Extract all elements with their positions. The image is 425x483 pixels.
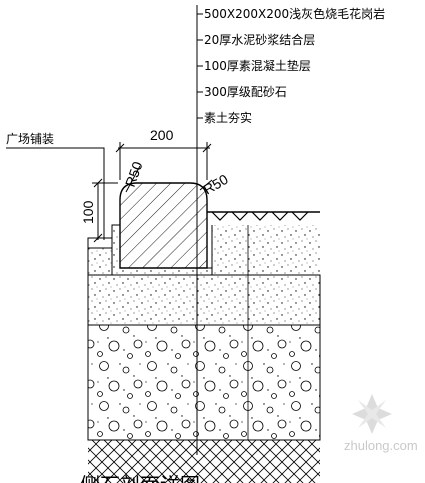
side-label: 广场铺装 [6, 132, 54, 146]
soil-symbols [211, 211, 309, 221]
layer-label-5: 素土夯实 [204, 110, 252, 125]
height-dimension-text: 100 [80, 200, 96, 224]
layer-label-4: 300厚级配砂石 [204, 85, 287, 99]
width-dimension [115, 142, 212, 180]
concrete-cushion-layer [87, 274, 321, 326]
radius-left-leader [125, 165, 141, 193]
watermark-logo [352, 394, 392, 434]
radius-right-text: R50 [201, 171, 231, 198]
layer-label-3: 100厚素混凝土垫层 [204, 58, 311, 73]
plaza-paving-slab [87, 237, 113, 249]
width-dimension-text: 200 [150, 127, 174, 143]
right-soil-block [212, 225, 320, 275]
leader-ticks [197, 13, 203, 119]
layer-label-2: 20厚水泥砂浆结合层 [204, 32, 315, 47]
curb-stone [119, 182, 208, 269]
rammed-soil-layer [88, 440, 320, 483]
watermark-text: zhulong.com [344, 438, 418, 453]
layer-label-1: 500X200X200浅灰色烧毛花岗岩 [204, 6, 385, 21]
radius-right-leader [199, 179, 213, 191]
bottom-caption: 侧石剖面详图 [80, 473, 200, 483]
height-dimension [92, 178, 118, 243]
side-label-leader [6, 147, 105, 240]
plaza-paving-base [87, 247, 113, 276]
sand-gravel-layer [87, 324, 321, 441]
